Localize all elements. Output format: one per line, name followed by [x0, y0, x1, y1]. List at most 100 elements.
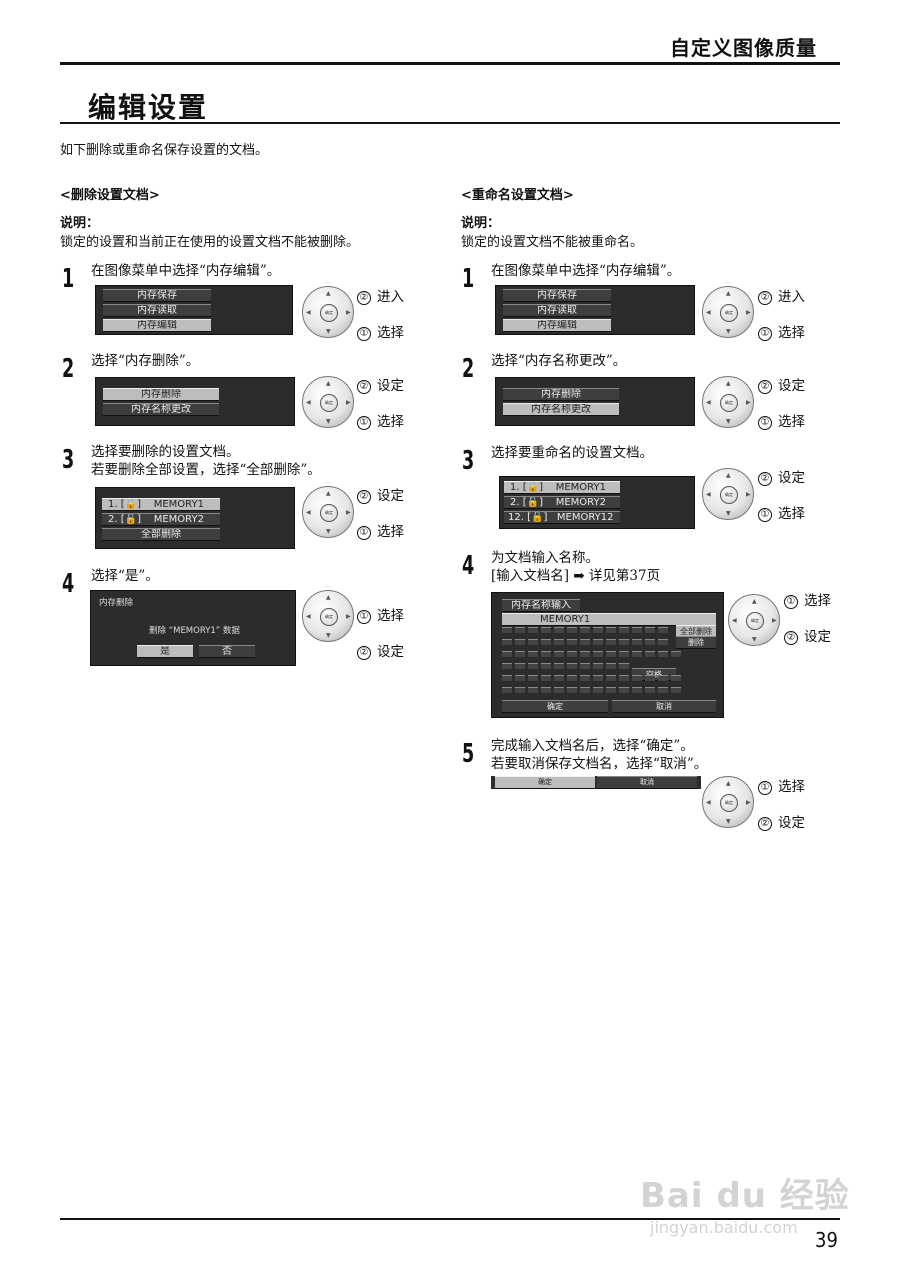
keyboard-key[interactable]	[528, 675, 538, 681]
keyboard-key[interactable]	[593, 639, 603, 645]
keyboard-ok-button[interactable]: 确定	[502, 700, 608, 713]
keyboard-key[interactable]	[554, 639, 564, 645]
keyboard-key[interactable]	[632, 687, 642, 693]
keyboard-key[interactable]	[554, 663, 564, 669]
no-button[interactable]: 否	[199, 645, 255, 658]
keyboard-key[interactable]	[541, 651, 551, 657]
keyboard-key[interactable]	[645, 651, 655, 657]
keyboard-key[interactable]	[593, 687, 603, 693]
keyboard-key[interactable]	[541, 639, 551, 645]
keyboard-cancel-button[interactable]: 取消	[612, 700, 716, 713]
keyboard-key[interactable]	[580, 627, 590, 633]
menu-item-memory-save[interactable]: 内存保存	[103, 289, 211, 302]
keyboard-key[interactable]	[567, 627, 577, 633]
keyboard-key[interactable]	[658, 651, 668, 657]
keyboard-key[interactable]	[567, 687, 577, 693]
menu-item-memory-edit[interactable]: 内存编辑	[503, 319, 611, 332]
keyboard-key[interactable]	[567, 663, 577, 669]
keyboard-key[interactable]	[658, 639, 668, 645]
menu-item-memory-rename[interactable]: 内存名称更改	[103, 403, 219, 416]
keyboard-key[interactable]	[515, 663, 525, 669]
keyboard-key[interactable]	[619, 687, 629, 693]
keyboard-key[interactable]	[515, 687, 525, 693]
keyboard-key[interactable]	[528, 687, 538, 693]
keyboard-key[interactable]	[632, 627, 642, 633]
keyboard-key[interactable]	[554, 687, 564, 693]
memory-row[interactable]: 2. [🔓] MEMORY2	[102, 513, 220, 526]
confirm-cancel-button[interactable]: 取消	[597, 776, 697, 789]
keyboard-key[interactable]	[658, 627, 668, 633]
keyboard-key[interactable]	[528, 651, 538, 657]
keyboard-key[interactable]	[632, 639, 642, 645]
keyboard-key[interactable]	[502, 627, 512, 633]
keyboard-key[interactable]	[671, 687, 681, 693]
menu-item-memory-rename[interactable]: 内存名称更改	[503, 403, 619, 416]
keyboard-key[interactable]	[606, 651, 616, 657]
keyboard-key[interactable]	[528, 663, 538, 669]
name-input-field[interactable]: MEMORY1	[502, 613, 716, 626]
keyboard-key[interactable]	[606, 687, 616, 693]
delete-all-button[interactable]: 全部删除	[102, 528, 220, 541]
keyboard-key[interactable]	[593, 651, 603, 657]
keyboard-key[interactable]	[554, 627, 564, 633]
keyboard-key[interactable]	[541, 687, 551, 693]
keyboard-key[interactable]	[619, 663, 629, 669]
keyboard-key[interactable]	[645, 639, 655, 645]
keyboard-key[interactable]	[593, 663, 603, 669]
keyboard-key[interactable]	[658, 687, 668, 693]
menu-item-memory-delete[interactable]: 内存删除	[103, 388, 219, 401]
keyboard-key[interactable]	[645, 687, 655, 693]
keyboard-key[interactable]	[606, 663, 616, 669]
keyboard-key[interactable]	[502, 663, 512, 669]
keyboard-key[interactable]	[515, 639, 525, 645]
confirm-ok-button[interactable]: 确定	[495, 776, 595, 789]
memory-row[interactable]: 1. [🔓] MEMORY1	[504, 481, 620, 494]
keyboard-key[interactable]	[567, 651, 577, 657]
keyboard-key[interactable]	[619, 675, 629, 681]
keyboard-key[interactable]	[580, 639, 590, 645]
memory-row[interactable]: 12. [🔓] MEMORY12	[504, 511, 620, 524]
memory-row[interactable]: 1. [🔓] MEMORY1	[102, 498, 220, 511]
keyboard-key[interactable]	[528, 639, 538, 645]
keyboard-key[interactable]	[593, 627, 603, 633]
keyboard-key[interactable]	[619, 627, 629, 633]
keyboard-key[interactable]	[541, 663, 551, 669]
keyboard-key[interactable]	[567, 675, 577, 681]
yes-button[interactable]: 是	[137, 645, 193, 658]
keyboard-key[interactable]	[515, 675, 525, 681]
keyboard-key[interactable]	[515, 651, 525, 657]
keyboard-key[interactable]	[632, 651, 642, 657]
keyboard-key[interactable]	[541, 627, 551, 633]
menu-item-memory-load[interactable]: 内存读取	[503, 304, 611, 317]
keyboard-key[interactable]	[554, 675, 564, 681]
keyboard-key[interactable]	[502, 675, 512, 681]
keyboard-key[interactable]	[502, 651, 512, 657]
menu-item-memory-delete[interactable]: 内存删除	[503, 388, 619, 401]
keyboard-key[interactable]	[580, 675, 590, 681]
keyboard-key[interactable]	[502, 639, 512, 645]
keyboard-key[interactable]	[645, 627, 655, 633]
keyboard-key[interactable]	[606, 639, 616, 645]
keyboard-key[interactable]	[632, 675, 642, 681]
menu-item-memory-edit[interactable]: 内存编辑	[103, 319, 211, 332]
keyboard-delete-button[interactable]: 删除	[676, 636, 716, 649]
keyboard-key[interactable]	[580, 663, 590, 669]
menu-item-memory-load[interactable]: 内存读取	[103, 304, 211, 317]
keyboard-key[interactable]	[645, 675, 655, 681]
keyboard-key[interactable]	[567, 639, 577, 645]
keyboard-key[interactable]	[619, 639, 629, 645]
keyboard-key[interactable]	[502, 687, 512, 693]
keyboard-key[interactable]	[580, 651, 590, 657]
keyboard-key[interactable]	[528, 627, 538, 633]
keyboard-key[interactable]	[541, 675, 551, 681]
keyboard-key[interactable]	[580, 687, 590, 693]
keyboard-key[interactable]	[593, 675, 603, 681]
keyboard-key[interactable]	[671, 675, 681, 681]
keyboard-key[interactable]	[606, 627, 616, 633]
keyboard-key[interactable]	[515, 627, 525, 633]
keyboard-key[interactable]	[671, 651, 681, 657]
keyboard-key[interactable]	[606, 675, 616, 681]
menu-item-memory-save[interactable]: 内存保存	[503, 289, 611, 302]
keyboard-key[interactable]	[554, 651, 564, 657]
memory-row[interactable]: 2. [🔓] MEMORY2	[504, 496, 620, 509]
